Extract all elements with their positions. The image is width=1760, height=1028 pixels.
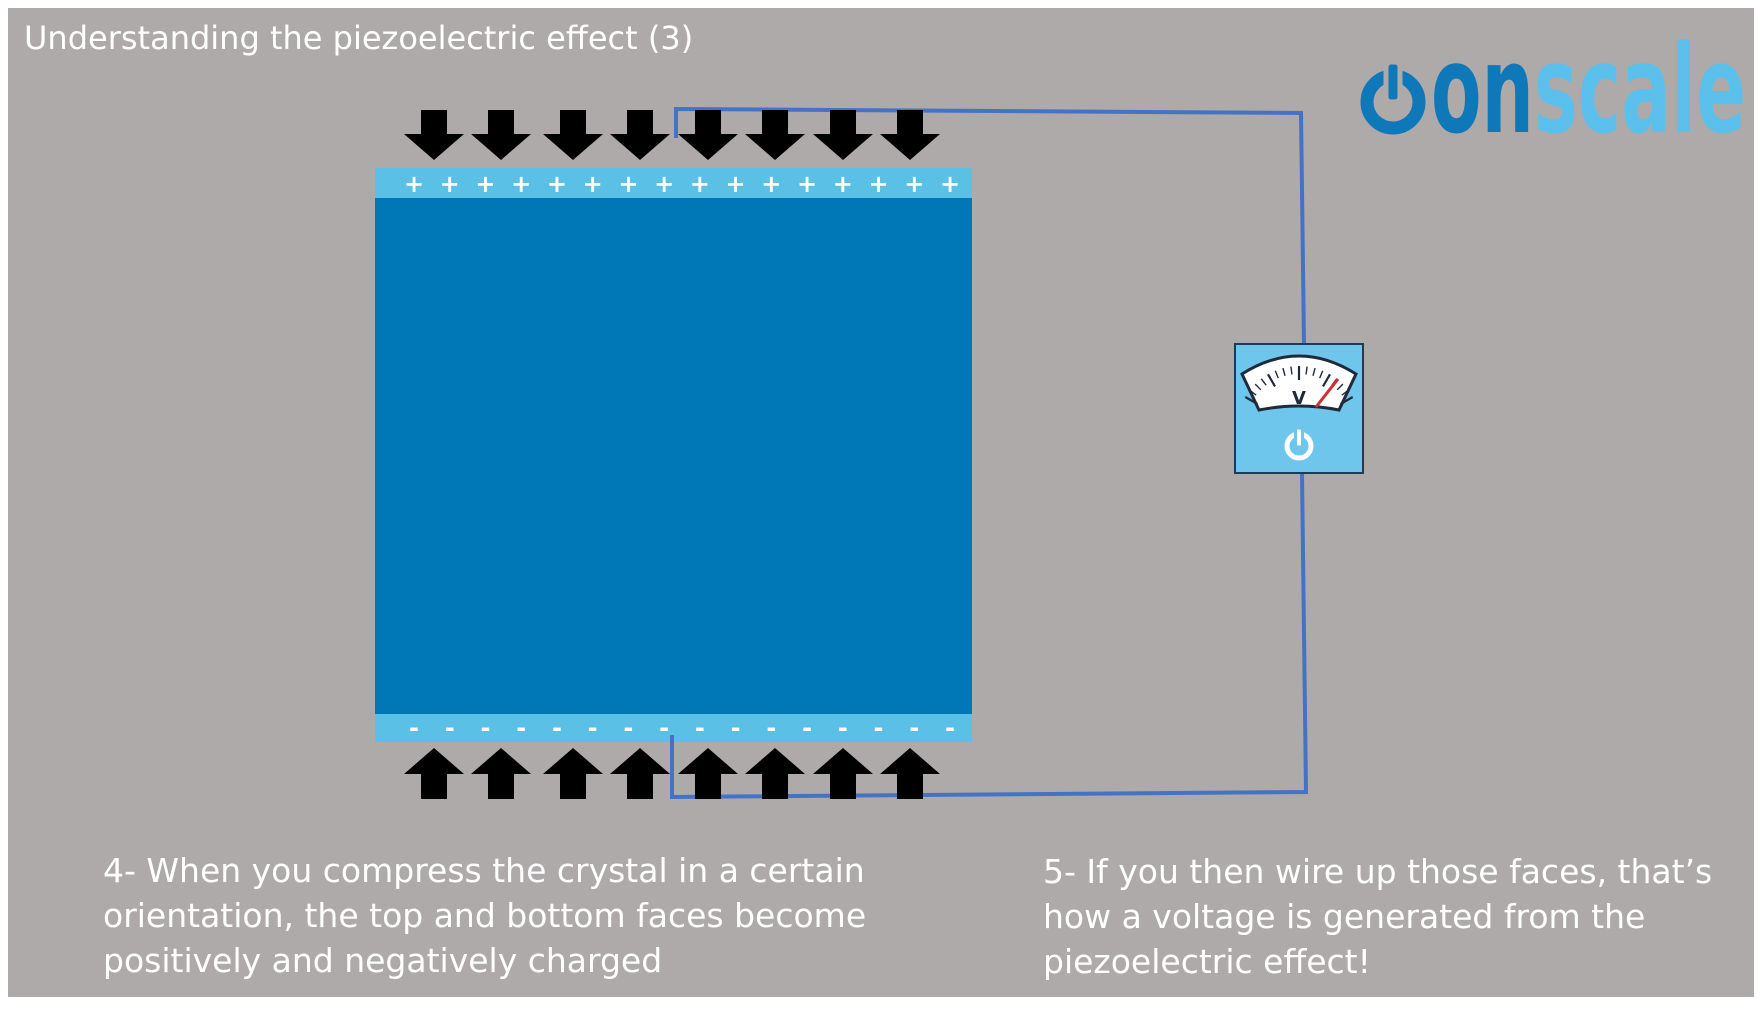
up-arrow — [471, 748, 531, 799]
up-arrow — [813, 748, 873, 799]
positive-charge: + — [726, 170, 746, 198]
positive-charge: + — [547, 170, 567, 198]
negative-charge: - — [945, 714, 955, 742]
up-arrow — [880, 748, 940, 799]
negative-charge: - — [409, 714, 419, 742]
negative-charge: - — [695, 714, 705, 742]
up-arrow — [543, 748, 603, 799]
positive-charge: + — [833, 170, 853, 198]
negative-charge: - — [802, 714, 812, 742]
bottom-charges: ---------------- — [409, 714, 955, 742]
dial-tick — [1267, 373, 1276, 387]
wire-top-segment — [674, 106, 1306, 345]
positive-charge: + — [404, 170, 424, 198]
voltmeter-dial — [1240, 354, 1358, 412]
positive-charge: + — [511, 170, 531, 198]
up-arrow — [745, 748, 805, 799]
positive-charge: + — [797, 170, 817, 198]
caption-right: 5- If you then wire up those faces, that… — [1043, 849, 1712, 984]
dial-tick — [1341, 389, 1349, 396]
top-electrode — [375, 168, 972, 198]
down-arrow — [880, 110, 940, 160]
logo-text: onscale — [1431, 30, 1746, 140]
positive-charge: + — [868, 170, 888, 198]
dial-tick — [1290, 366, 1293, 375]
caption-left-line: positively and negatively charged — [103, 941, 663, 980]
negative-charge: - — [874, 714, 884, 742]
down-arrow — [610, 110, 670, 160]
negative-charge: - — [623, 714, 633, 742]
dial-tick — [1312, 367, 1316, 377]
dial-tick — [1244, 396, 1258, 405]
slide: Understanding the piezoelectric effect (… — [8, 8, 1754, 997]
negative-charge: - — [731, 714, 741, 742]
positive-charge: + — [690, 170, 710, 198]
caption-right-line: how a voltage is generated from the — [1043, 897, 1646, 936]
negative-charge: - — [838, 714, 848, 742]
down-arrow — [745, 110, 805, 160]
positive-charge: + — [904, 170, 924, 198]
dial-tick — [1274, 370, 1279, 379]
logo-suffix: scale — [1534, 30, 1746, 140]
down-arrow — [678, 110, 738, 160]
onscale-logo: onscale — [1360, 30, 1746, 140]
negative-charge: - — [588, 714, 598, 742]
dial-tick — [1260, 378, 1267, 386]
down-arrow — [543, 110, 603, 160]
positive-charge: + — [940, 170, 960, 198]
dial-tick — [1322, 373, 1331, 387]
dial-tick — [1319, 370, 1324, 379]
positive-charge: + — [440, 170, 460, 198]
dial-tick — [1336, 383, 1344, 391]
negative-charge: - — [766, 714, 776, 742]
negative-charge: - — [480, 714, 490, 742]
positive-charge: + — [761, 170, 781, 198]
up-arrow — [610, 748, 670, 799]
circuit-wire — [670, 106, 1309, 800]
voltmeter: V — [1234, 343, 1364, 474]
dial-tick — [1254, 383, 1262, 391]
dial-tick — [1282, 367, 1286, 377]
positive-charge: + — [583, 170, 603, 198]
caption-left-line: orientation, the top and bottom faces be… — [103, 896, 867, 935]
crystal-body — [375, 197, 972, 715]
down-arrow — [813, 110, 873, 160]
dial-ticks — [1244, 366, 1354, 405]
logo-prefix: on — [1431, 30, 1534, 140]
negative-charge: - — [659, 714, 669, 742]
positive-charge: + — [618, 170, 638, 198]
slide-title: Understanding the piezoelectric effect (… — [24, 19, 694, 57]
dial-tick — [1249, 389, 1257, 396]
caption-right-line: piezoelectric effect! — [1043, 942, 1371, 981]
down-arrow — [404, 110, 464, 160]
down-arrow — [471, 110, 531, 160]
up-arrow — [404, 748, 464, 799]
dial-tick — [1305, 366, 1308, 375]
negative-charge: - — [552, 714, 562, 742]
caption-left-line: 4- When you compress the crystal in a ce… — [103, 851, 865, 890]
power-icon — [1284, 426, 1314, 461]
dial-tick — [1340, 396, 1354, 405]
negative-charge: - — [516, 714, 526, 742]
bottom-compression-arrows — [404, 748, 940, 799]
voltmeter-unit-label: V — [1292, 388, 1306, 409]
logo-power-icon — [1360, 59, 1426, 135]
top-charges: + + + + + + + + + + + + + + + + — [404, 170, 960, 198]
up-arrow — [678, 748, 738, 799]
positive-charge: + — [475, 170, 495, 198]
caption-left: 4- When you compress the crystal in a ce… — [103, 848, 866, 983]
negative-charge: - — [909, 714, 919, 742]
negative-charge: - — [445, 714, 455, 742]
positive-charge: + — [654, 170, 674, 198]
caption-right-line: 5- If you then wire up those faces, that… — [1043, 852, 1713, 891]
wire-bottom-segment — [670, 472, 1309, 800]
top-compression-arrows — [404, 110, 940, 160]
piezo-diagram: ++++++++++++++++ ---------------- V — [375, 106, 1364, 800]
voltmeter-needle — [1314, 378, 1340, 408]
